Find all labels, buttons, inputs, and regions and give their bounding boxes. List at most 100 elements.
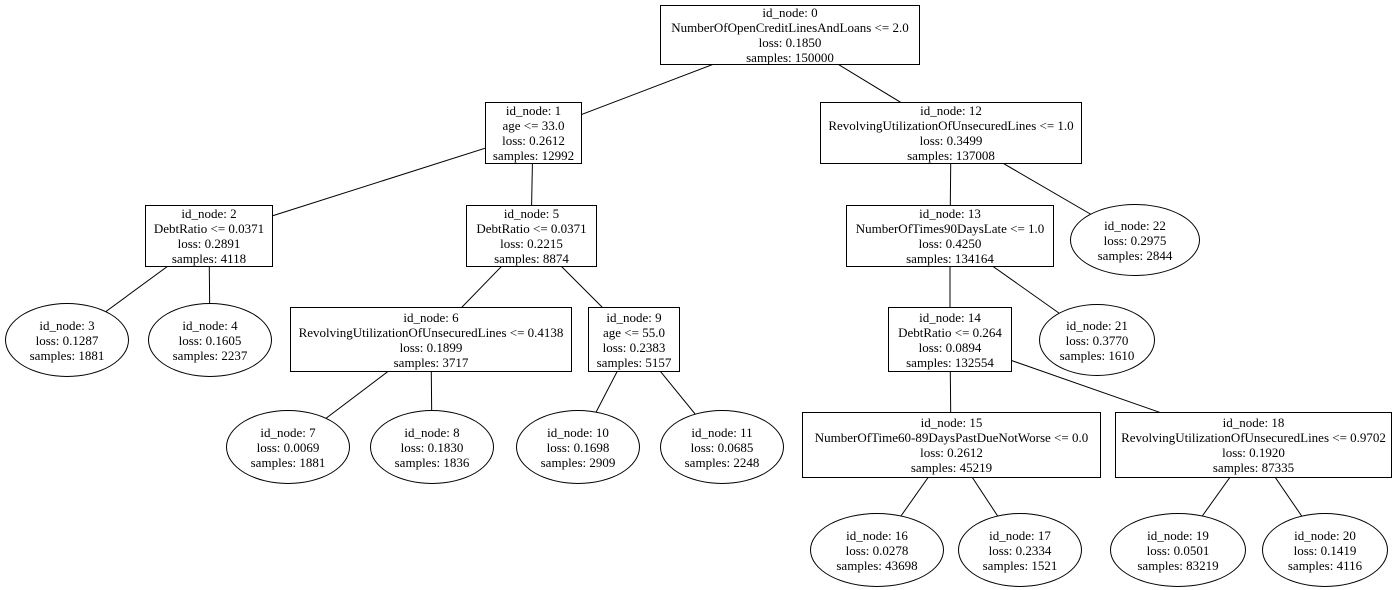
node-14-samples: samples: 132554 [906, 354, 994, 370]
node-14-condition: DebtRatio <= 0.264 [898, 324, 1002, 340]
node-12-samples: samples: 137008 [907, 148, 995, 163]
node-2: id_node: 2 DebtRatio <= 0.0371 loss: 0.2… [145, 205, 273, 267]
node-2-loss: loss: 0.2891 [177, 236, 241, 251]
node-13: id_node: 13 NumberOfTimes90DaysLate <= 1… [846, 205, 1054, 267]
node-4-loss: loss: 0.1605 [178, 332, 242, 348]
node-19-id: id_node: 19 [1147, 527, 1209, 543]
node-0-samples: samples: 150000 [746, 50, 834, 65]
node-13-condition: NumberOfTimes90DaysLate <= 1.0 [855, 221, 1045, 236]
node-5-samples: samples: 8874 [494, 251, 569, 266]
node-8-loss: loss: 0.1830 [400, 439, 464, 455]
node-0-id: id_node: 0 [762, 5, 818, 20]
node-19-loss: loss: 0.0501 [1146, 542, 1210, 558]
node-1-loss: loss: 0.2612 [502, 133, 565, 148]
node-22-loss: loss: 0.2975 [1103, 232, 1167, 248]
node-14-loss: loss: 0.0894 [918, 339, 982, 355]
node-20-loss: loss: 0.1419 [1293, 542, 1357, 558]
node-15-id: id_node: 15 [920, 415, 983, 430]
node-6-condition: RevolvingUtilizationOfUnsecuredLines <= … [298, 324, 564, 340]
node-15-samples: samples: 45219 [910, 460, 993, 475]
node-15: id_node: 15 NumberOfTime60-89DaysPastDue… [802, 412, 1101, 478]
node-10: id_node: 10 loss: 0.1698 samples: 2909 [516, 410, 640, 484]
node-3-id: id_node: 3 [39, 317, 95, 333]
node-13-samples: samples: 134164 [906, 251, 994, 266]
node-4: id_node: 4 loss: 0.1605 samples: 2237 [148, 303, 272, 377]
node-13-loss: loss: 0.4250 [918, 236, 982, 251]
node-18-condition: RevolvingUtilizationOfUnsecuredLines <= … [1121, 430, 1386, 445]
node-9: id_node: 9 age <= 55.0 loss: 0.2383 samp… [588, 307, 680, 372]
node-2-id: id_node: 2 [181, 206, 237, 221]
node-3: id_node: 3 loss: 0.1287 samples: 1881 [5, 303, 129, 377]
node-11-loss: loss: 0.0685 [690, 439, 754, 455]
node-5-id: id_node: 5 [503, 206, 560, 221]
node-4-samples: samples: 2237 [172, 347, 248, 363]
node-9-samples: samples: 5157 [596, 354, 672, 370]
node-22: id_node: 22 loss: 0.2975 samples: 2844 [1070, 204, 1200, 276]
node-17: id_node: 17 loss: 0.2334 samples: 1521 [958, 513, 1082, 587]
node-9-loss: loss: 0.2383 [602, 339, 666, 355]
node-12-id: id_node: 12 [920, 103, 982, 118]
node-17-samples: samples: 1521 [982, 557, 1058, 573]
node-11-id: id_node: 11 [691, 424, 753, 440]
node-16-samples: samples: 43698 [836, 557, 918, 573]
node-18-samples: samples: 87335 [1212, 460, 1295, 475]
node-21-id: id_node: 21 [1066, 317, 1128, 333]
node-5-condition: DebtRatio <= 0.0371 [476, 221, 587, 236]
node-5-loss: loss: 0.2215 [500, 236, 563, 251]
node-18-loss: loss: 0.1920 [1222, 445, 1285, 460]
node-16-id: id_node: 16 [846, 527, 908, 543]
node-0: id_node: 0 NumberOfOpenCreditLinesAndLoa… [660, 5, 920, 65]
node-22-samples: samples: 2844 [1097, 247, 1173, 263]
node-20-id: id_node: 20 [1294, 527, 1356, 543]
node-17-loss: loss: 0.2334 [988, 542, 1052, 558]
node-8: id_node: 8 loss: 0.1830 samples: 1836 [370, 410, 494, 484]
node-11-samples: samples: 2248 [684, 454, 760, 470]
node-6-loss: loss: 0.1899 [399, 339, 463, 355]
node-10-id: id_node: 10 [547, 424, 609, 440]
node-5: id_node: 5 DebtRatio <= 0.0371 loss: 0.2… [466, 205, 597, 267]
node-10-loss: loss: 0.1698 [546, 439, 610, 455]
node-1-id: id_node: 1 [505, 103, 562, 118]
node-21-samples: samples: 1610 [1059, 347, 1135, 363]
node-9-id: id_node: 9 [606, 309, 662, 325]
node-2-condition: DebtRatio <= 0.0371 [153, 221, 265, 236]
node-7: id_node: 7 loss: 0.0069 samples: 1881 [226, 410, 350, 484]
node-0-condition: NumberOfOpenCreditLinesAndLoans <= 2.0 [671, 20, 909, 35]
node-18: id_node: 18 RevolvingUtilizationOfUnsecu… [1115, 412, 1392, 478]
node-10-samples: samples: 2909 [540, 454, 616, 470]
node-21: id_node: 21 loss: 0.3770 samples: 1610 [1039, 304, 1155, 376]
node-20: id_node: 20 loss: 0.1419 samples: 4116 [1262, 513, 1388, 587]
node-12: id_node: 12 RevolvingUtilizationOfUnsecu… [820, 102, 1082, 164]
node-14: id_node: 14 DebtRatio <= 0.264 loss: 0.0… [888, 307, 1012, 372]
node-18-id: id_node: 18 [1222, 415, 1285, 430]
node-7-id: id_node: 7 [260, 424, 316, 440]
node-9-condition: age <= 55.0 [603, 324, 665, 340]
node-1: id_node: 1 age <= 33.0 loss: 0.2612 samp… [485, 102, 582, 164]
node-13-id: id_node: 13 [919, 206, 981, 221]
node-6: id_node: 6 RevolvingUtilizationOfUnsecur… [290, 307, 572, 372]
node-3-samples: samples: 1881 [29, 347, 105, 363]
node-21-loss: loss: 0.3770 [1065, 332, 1129, 348]
node-14-id: id_node: 14 [919, 309, 981, 325]
node-16: id_node: 16 loss: 0.0278 samples: 43698 [810, 513, 944, 587]
node-6-id: id_node: 6 [403, 309, 459, 325]
node-3-loss: loss: 0.1287 [35, 332, 99, 348]
node-0-loss: loss: 0.1850 [758, 35, 822, 50]
node-12-loss: loss: 0.3499 [919, 133, 983, 148]
node-4-id: id_node: 4 [182, 317, 238, 333]
node-20-samples: samples: 4116 [1287, 557, 1363, 573]
node-15-condition: NumberOfTime60-89DaysPastDueNotWorse <= … [814, 430, 1089, 445]
node-6-samples: samples: 3717 [393, 354, 469, 370]
node-7-loss: loss: 0.0069 [256, 439, 320, 455]
node-19: id_node: 19 loss: 0.0501 samples: 83219 [1110, 513, 1246, 587]
node-7-samples: samples: 1881 [250, 454, 326, 470]
node-15-loss: loss: 0.2612 [920, 445, 983, 460]
node-1-condition: age <= 33.0 [502, 118, 565, 133]
node-22-id: id_node: 22 [1104, 217, 1166, 233]
node-16-loss: loss: 0.0278 [845, 542, 909, 558]
node-8-samples: samples: 1836 [394, 454, 470, 470]
node-12-condition: RevolvingUtilizationOfUnsecuredLines <= … [828, 118, 1074, 133]
node-19-samples: samples: 83219 [1137, 557, 1219, 573]
